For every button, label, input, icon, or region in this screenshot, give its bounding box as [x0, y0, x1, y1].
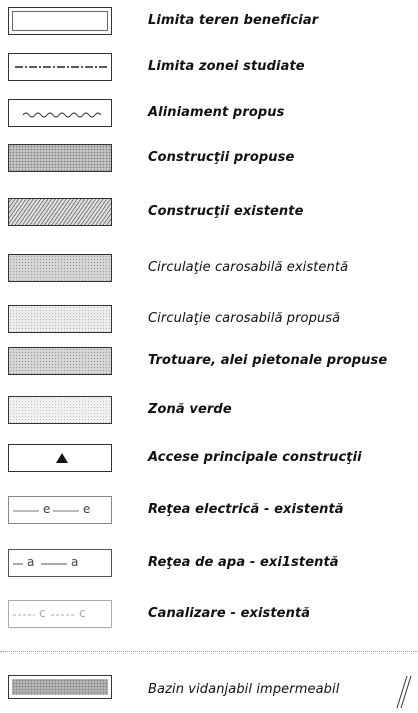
line-code: e — [83, 502, 91, 516]
dark-dot-box-symbol — [8, 675, 112, 699]
legend-item-accese: Accese principale construcţii — [0, 441, 418, 477]
legend-item-circulatie-propusa: Circulaţie carosabilă propusă — [0, 302, 418, 338]
line-code: c — [79, 606, 86, 620]
diagonal-hatch-symbol — [8, 198, 112, 226]
inner-border — [12, 11, 108, 31]
legend-label: Limita teren beneficiar — [148, 13, 319, 28]
legend-label: Accese principale construcţii — [148, 450, 362, 465]
corner-stroke-icon — [396, 675, 412, 709]
legend-item-limita-teren: Limita teren beneficiar — [0, 4, 418, 40]
legend-item-retea-electrica: e e Reţea electrică - existentă — [0, 493, 418, 529]
legend-item-bazin: Bazin vidanjabil impermeabil — [0, 671, 418, 707]
legend-item-retea-apa: a a Reţea de apa - exi1stentă — [0, 546, 418, 582]
dot-fill-mid-symbol — [8, 254, 112, 282]
legend-label: Reţea electrică - existentă — [148, 502, 344, 517]
legend-label: Canalizare - existentă — [148, 606, 311, 621]
legend-item-constructii-propuse: Construcţii propuse — [0, 141, 418, 177]
wavy-line-icon — [22, 112, 102, 118]
legend-label: Trotuare, alei pietonale propuse — [148, 353, 388, 368]
sewer-line-icon — [13, 614, 75, 616]
water-line-symbol: a a — [8, 549, 112, 577]
double-border-symbol — [8, 7, 112, 35]
legend-item-circulatie-existenta: Circulaţie carosabilă existentă — [0, 251, 418, 287]
water-line-icon — [13, 563, 67, 565]
triangle-icon — [56, 453, 68, 463]
legend-item-limita-zonei: Limita zonei studiate — [0, 50, 418, 86]
legend-item-aliniament: Aliniament propus — [0, 96, 418, 132]
legend-item-canalizare: c c Canalizare - existentă — [0, 597, 418, 633]
dot-fill-light-symbol — [8, 396, 112, 424]
line-code: c — [39, 606, 46, 620]
triangle-symbol — [8, 444, 112, 472]
electric-line-icon — [13, 510, 79, 512]
legend-label: Circulaţie carosabilă propusă — [148, 311, 341, 326]
legend-label: Construcţii existente — [148, 204, 304, 219]
sewer-line-symbol: c c — [8, 600, 112, 628]
legend-label: Reţea de apa - exi1stentă — [148, 555, 339, 570]
legend-label: Zonă verde — [148, 402, 232, 417]
legend-label: Construcţii propuse — [148, 150, 295, 165]
dash-dot-line-icon — [15, 66, 107, 68]
legend-label: Circulaţie carosabilă existentă — [148, 260, 349, 275]
wavy-line-symbol — [8, 99, 112, 127]
electric-line-symbol: e e — [8, 496, 112, 524]
legend-label: Bazin vidanjabil impermeabil — [148, 682, 340, 697]
dot-fill — [12, 679, 108, 695]
dot-fill-light-symbol — [8, 305, 112, 333]
dot-fill-mid-symbol — [8, 347, 112, 375]
line-code: e — [43, 502, 51, 516]
legend-label: Aliniament propus — [148, 105, 285, 120]
legend-label: Limita zonei studiate — [148, 59, 305, 74]
legend-item-zona-verde: Zonă verde — [0, 393, 418, 429]
line-code: a — [71, 555, 79, 569]
dash-dot-line-symbol — [8, 53, 112, 81]
dotted-divider — [0, 651, 418, 652]
legend-item-constructii-existente: Construcţii existente — [0, 195, 418, 231]
legend-item-trotuare: Trotuare, alei pietonale propuse — [0, 344, 418, 380]
dense-dot-fill-symbol — [8, 144, 112, 172]
line-code: a — [27, 555, 35, 569]
